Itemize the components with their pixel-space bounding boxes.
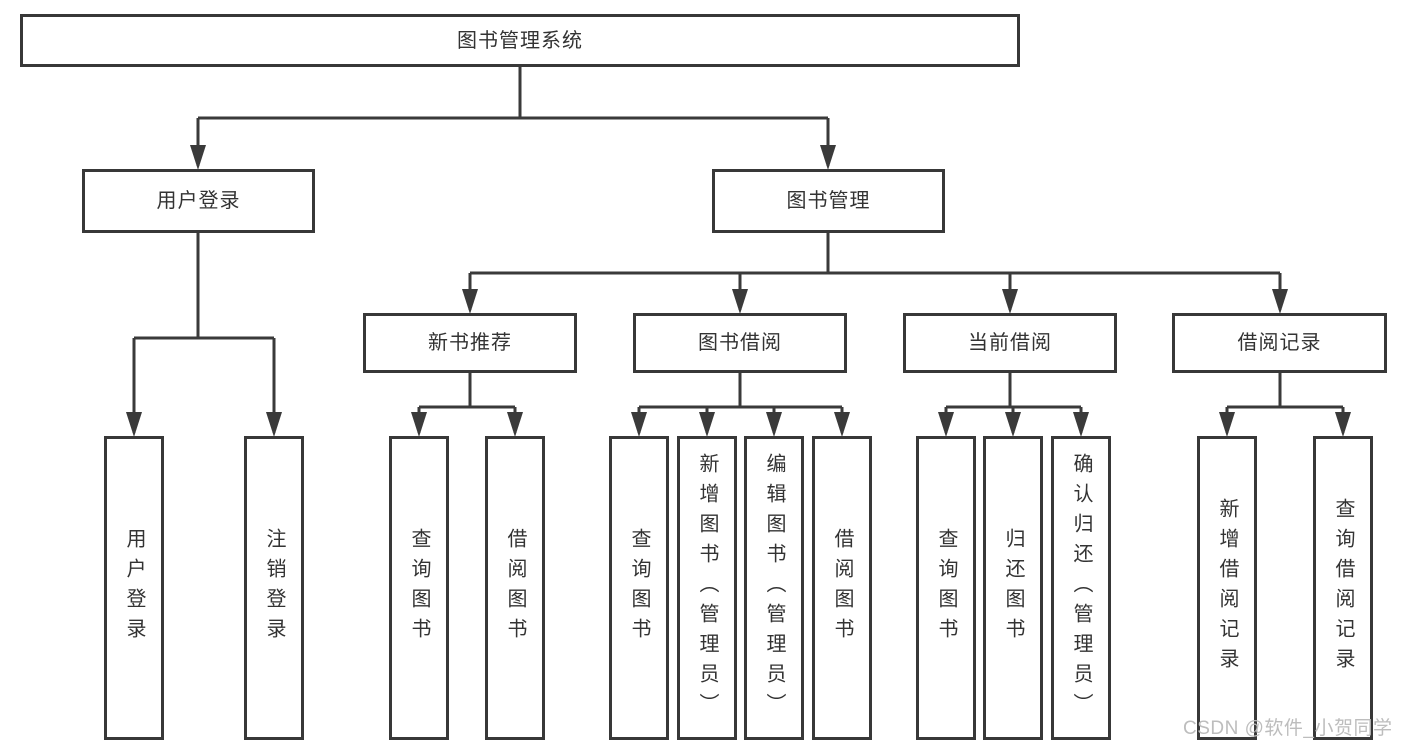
leaf-logout: 注销登录 xyxy=(244,436,304,740)
leaf-query-books-current: 查询图书 xyxy=(916,436,976,740)
connector-user-login-to-leaves xyxy=(126,233,282,437)
node-label: 查询图书 xyxy=(935,528,957,648)
node-book-borrowing: 图书借阅 xyxy=(633,313,847,373)
node-book-management-system: 图书管理系统 xyxy=(20,14,1020,67)
leaf-borrow-books-borrowing: 借阅图书 xyxy=(812,436,872,740)
node-label: 新增借阅记录 xyxy=(1216,498,1238,678)
node-new-book-recommend: 新书推荐 xyxy=(363,313,577,373)
csdn-watermark: CSDN @软件_小贺同学 xyxy=(1183,718,1393,739)
node-current-borrowing: 当前借阅 xyxy=(903,313,1117,373)
connector-new-book-recommend-to-leaves xyxy=(411,373,523,437)
node-user-login: 用户登录 xyxy=(82,169,315,233)
leaf-query-borrow-record: 查询借阅记录 xyxy=(1313,436,1373,740)
node-label: 确认归还（管理员） xyxy=(1070,453,1092,723)
node-label: 借阅记录 xyxy=(1237,332,1322,354)
leaf-add-borrow-record: 新增借阅记录 xyxy=(1197,436,1257,740)
node-label: 查询图书 xyxy=(408,528,430,648)
node-label: 编辑图书（管理员） xyxy=(763,453,785,723)
node-label: 借阅图书 xyxy=(831,528,853,648)
leaf-query-books-borrowing: 查询图书 xyxy=(609,436,669,740)
node-label: 借阅图书 xyxy=(504,528,526,648)
node-label: 新书推荐 xyxy=(428,332,512,354)
leaf-user-login: 用户登录 xyxy=(104,436,164,740)
node-label: 查询借阅记录 xyxy=(1332,498,1354,678)
node-label: 图书管理 xyxy=(786,190,871,212)
connector-root-to-level2 xyxy=(190,67,836,170)
connector-current-borrowing-to-leaves xyxy=(938,373,1089,437)
node-label: 图书管理系统 xyxy=(457,29,583,52)
leaf-confirm-return-admin: 确认归还（管理员） xyxy=(1051,436,1111,740)
connector-book-management-to-level3 xyxy=(462,233,1288,314)
leaf-return-books: 归还图书 xyxy=(983,436,1043,740)
node-borrowing-records: 借阅记录 xyxy=(1172,313,1387,373)
node-label: 用户登录 xyxy=(156,190,241,212)
leaf-add-book-admin: 新增图书（管理员） xyxy=(677,436,737,740)
connector-borrowing-records-to-leaves xyxy=(1219,373,1351,437)
node-label: 查询图书 xyxy=(628,528,650,648)
connector-book-borrowing-to-leaves xyxy=(631,373,850,437)
leaf-borrow-books-recommend: 借阅图书 xyxy=(485,436,545,740)
node-label: 新增图书（管理员） xyxy=(696,453,718,723)
leaf-query-books-recommend: 查询图书 xyxy=(389,436,449,740)
node-label: 当前借阅 xyxy=(968,332,1052,354)
node-label: 用户登录 xyxy=(123,528,145,648)
node-label: 图书借阅 xyxy=(698,332,782,354)
node-label: 归还图书 xyxy=(1002,528,1024,648)
leaf-edit-book-admin: 编辑图书（管理员） xyxy=(744,436,804,740)
node-book-management: 图书管理 xyxy=(712,169,945,233)
node-label: 注销登录 xyxy=(263,528,285,648)
